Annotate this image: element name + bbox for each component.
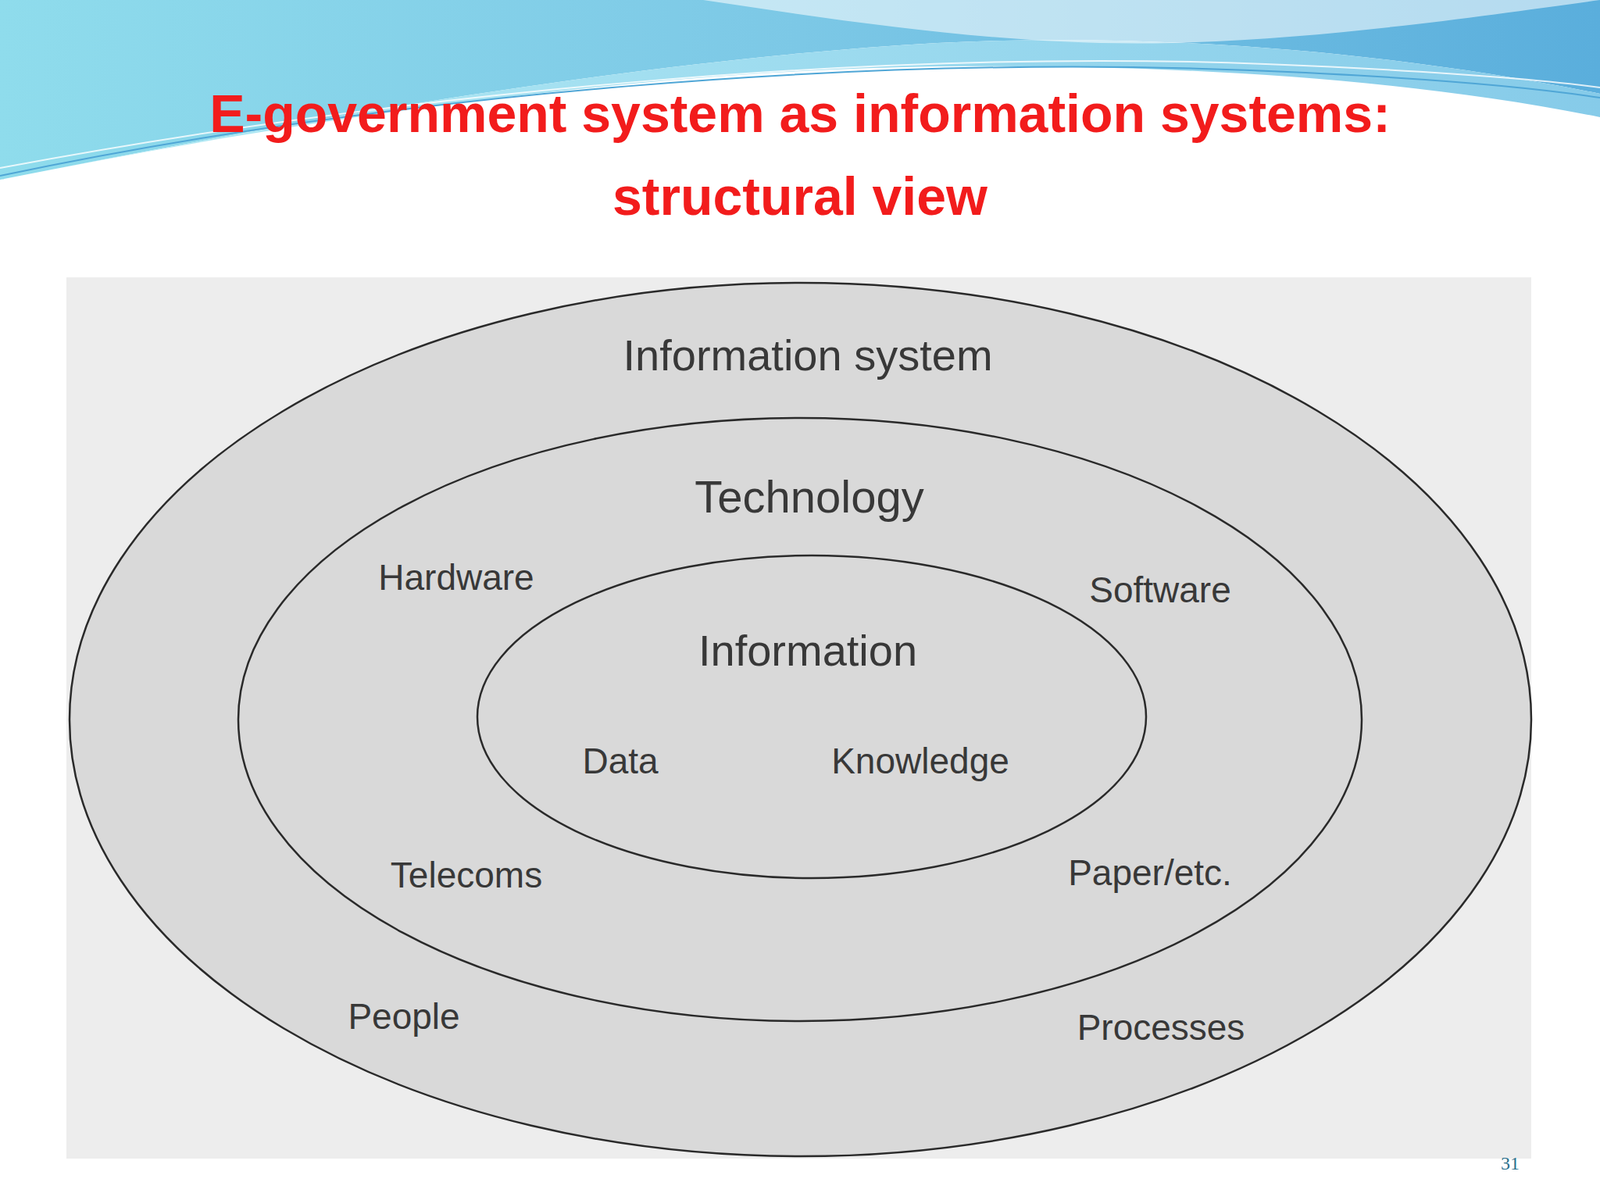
ring-ellipse: TechnologyHardware SoftwareTelecoms Paper/… — [236, 416, 1364, 1023]
figure-panel — [66, 277, 1532, 1159]
ellipse — [69, 282, 1532, 1157]
component-label: Paper/etc. — [1067, 852, 1233, 894]
ellipse-outline — [475, 553, 1148, 880]
heading-label: Technology — [694, 471, 924, 524]
component-label: Hardware — [378, 557, 534, 599]
page-number: 31 — [1500, 1153, 1520, 1175]
component-label: Processes — [1077, 1007, 1246, 1049]
ellipse — [477, 555, 1147, 879]
ring-ellipse: InformationData Knowledge — [475, 553, 1148, 880]
heading-label: Information — [698, 625, 918, 676]
heading-label: Information system — [622, 330, 993, 381]
component-label: People — [347, 996, 460, 1038]
header-swoosh — [703, 0, 1600, 44]
component-label: Knowledge — [831, 740, 1010, 783]
component-label: Software — [1089, 569, 1232, 611]
component-label: Telecoms — [390, 854, 543, 897]
component-label: Data — [582, 740, 658, 783]
slide-title: E-government system as information syste… — [112, 71, 1488, 238]
ellipse — [238, 417, 1362, 1022]
ring-ellipse: Information systemPeopleProcessesTechnol… — [67, 281, 1533, 1158]
